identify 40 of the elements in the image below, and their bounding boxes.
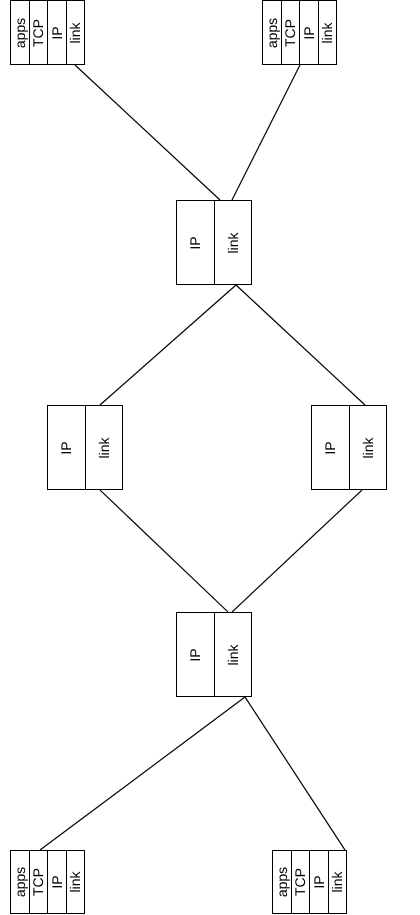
layer-label: IP	[310, 875, 327, 889]
layer-label: IP	[300, 26, 317, 40]
connector-line	[74, 64, 220, 200]
layer-label: IP	[58, 440, 74, 454]
protocol-stack	[10, 850, 85, 914]
layer-label: apps	[274, 866, 290, 898]
layer-label: IP	[48, 26, 65, 40]
layer-label: link	[224, 232, 241, 253]
connector-line	[244, 696, 346, 850]
layer-label: IP	[187, 236, 204, 250]
layer-label: link	[360, 437, 376, 458]
connector-line	[40, 696, 246, 850]
protocol-stack	[47, 405, 123, 490]
layer-label: TCP	[292, 868, 308, 896]
connector-line	[231, 64, 301, 200]
connector-line	[232, 490, 362, 612]
layer-label: IP	[187, 648, 204, 662]
connector-line	[100, 284, 236, 406]
layer-label: link	[319, 22, 336, 43]
layer-label: link	[67, 872, 84, 892]
protocol-stack	[176, 612, 252, 697]
layer-label: TCP	[30, 868, 46, 896]
layer-label: link	[329, 872, 346, 892]
connector-line	[236, 284, 366, 406]
connector-line	[100, 490, 228, 612]
layer-label: TCP	[30, 18, 46, 46]
layer-label: link	[224, 644, 241, 665]
layer-label: IP	[322, 440, 338, 454]
layer-label: link	[96, 437, 112, 458]
layer-label: apps	[12, 866, 28, 898]
layer-label: link	[67, 22, 84, 43]
layer-label: IP	[48, 875, 65, 889]
protocol-stack	[272, 850, 347, 914]
protocol-stack	[176, 200, 252, 285]
protocol-stack	[262, 0, 337, 65]
protocol-stack	[311, 405, 387, 490]
layer-label: TCP	[282, 18, 298, 46]
layer-label: apps	[12, 17, 28, 48]
protocol-stack	[10, 0, 85, 65]
layer-label: apps	[264, 17, 280, 48]
